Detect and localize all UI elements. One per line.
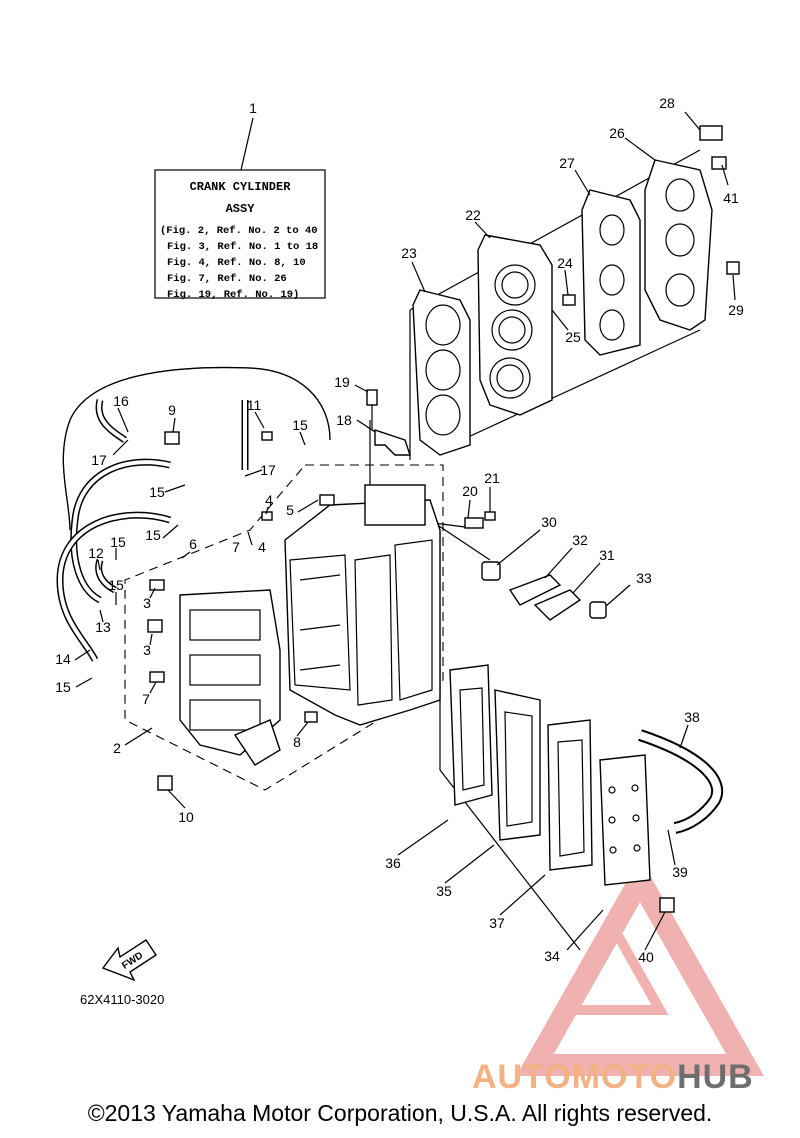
assembly-ref-line: Fig. 4, Ref. No. 8, 10 (167, 257, 306, 269)
exhaust-gasket-37 (547, 719, 593, 871)
assembly-subtitle: ASSY (226, 202, 256, 216)
callout-15: 15 (149, 484, 165, 500)
callout-8: 8 (293, 734, 301, 750)
callout-21: 21 (484, 470, 500, 486)
callout-7: 7 (142, 691, 150, 707)
watermark-text: AUTOMOTOHUB (472, 1058, 754, 1097)
callout-30: 30 (541, 514, 557, 530)
callout-12: 12 (88, 545, 104, 561)
callout-39: 39 (672, 864, 688, 880)
callout-17: 17 (91, 452, 107, 468)
callout-27: 27 (559, 155, 575, 171)
callout-16: 16 (113, 393, 129, 409)
callout-24: 24 (557, 255, 573, 271)
callout-4: 4 (258, 539, 266, 555)
callout-25: 25 (565, 329, 581, 345)
callout-28: 28 (659, 95, 675, 111)
callout-22: 22 (465, 207, 481, 223)
callout-15: 15 (145, 527, 161, 543)
callout-40: 40 (638, 949, 654, 965)
bracket-18 (366, 389, 411, 456)
callout-29: 29 (728, 302, 744, 318)
callout-11: 11 (247, 397, 262, 413)
callout-3: 3 (143, 595, 151, 611)
callout-26: 26 (609, 125, 625, 141)
callout-leaders (74, 111, 736, 951)
assembly-ref-line: Fig. 3, Ref. No. 1 to 18 (167, 241, 318, 253)
callout-23: 23 (401, 245, 417, 261)
assembly-ref-line: Fig. 19, Ref. No. 19) (167, 289, 299, 301)
diagram-code: 62X4110-3020 (80, 992, 164, 1007)
callout-3: 3 (143, 642, 151, 658)
callout-4: 4 (265, 492, 273, 508)
callout-13: 13 (95, 619, 111, 635)
callout-17: 17 (260, 462, 276, 478)
callout-10: 10 (178, 809, 194, 825)
head-gasket-23 (412, 289, 471, 456)
callout-15: 15 (55, 679, 71, 695)
cylinder-block (284, 484, 441, 726)
cylinder-head-22 (477, 234, 553, 416)
callout-9: 9 (168, 402, 176, 418)
copyright-notice: ©2013 Yamaha Motor Corporation, U.S.A. A… (87, 1100, 713, 1126)
callout-15: 15 (110, 534, 126, 550)
callout-15: 15 (108, 577, 124, 593)
callout-6: 6 (189, 536, 197, 552)
exhaust-outer-cover-34 (599, 754, 651, 886)
callout-33: 33 (636, 570, 652, 586)
callout-34: 34 (544, 948, 560, 964)
cylinder-head-cover-26 (644, 159, 713, 331)
callout-38: 38 (684, 709, 700, 725)
cylinder-head-gasket-27 (581, 189, 641, 356)
exhaust-gasket-36 (449, 664, 493, 806)
callout-36: 36 (385, 855, 401, 871)
callout-19: 19 (334, 374, 350, 390)
watermark-logo-icon (516, 857, 764, 1076)
assembly-ref-line: Fig. 7, Ref. No. 26 (167, 273, 287, 285)
callout-32: 32 (572, 532, 588, 548)
assembly-info-box: 1 CRANK CYLINDER ASSY (Fig. 2, Ref. No. … (154, 100, 326, 301)
thermostat-parts (464, 517, 607, 621)
exhaust-inner-cover-35 (494, 689, 541, 841)
callout-5: 5 (286, 502, 294, 518)
callout-7: 7 (232, 539, 240, 555)
crankcase-2 (179, 589, 281, 766)
assembly-ref-line: (Fig. 2, Ref. No. 2 to 40 (160, 225, 318, 237)
callout-numbers: 28 26 41 27 22 24 29 25 23 19 18 16 9 11… (55, 95, 744, 965)
callout-37: 37 (489, 915, 505, 931)
callout-35: 35 (436, 883, 452, 899)
watermark-part2: HUB (677, 1058, 754, 1096)
callout-2: 2 (113, 740, 121, 756)
callout-31: 31 (599, 547, 615, 563)
fwd-arrow-icon: FWD (101, 939, 157, 982)
watermark-part1: AUTOMOTO (472, 1058, 678, 1096)
callout-20: 20 (462, 483, 478, 499)
callout-18: 18 (336, 412, 352, 428)
callout-41: 41 (723, 190, 739, 206)
assembly-title: CRANK CYLINDER (190, 180, 292, 194)
callout-15: 15 (292, 417, 308, 433)
crankcase-group-boundary (124, 464, 444, 791)
callout-1: 1 (249, 100, 257, 116)
callout-14: 14 (55, 651, 71, 667)
